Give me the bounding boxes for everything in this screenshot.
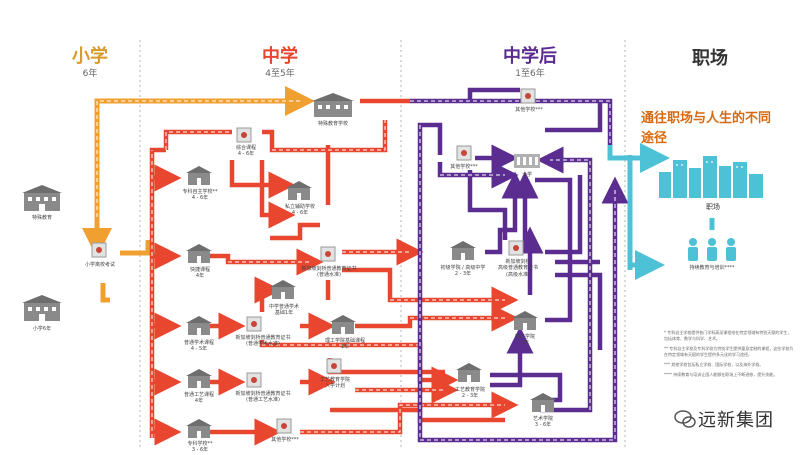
ite-icon — [456, 363, 482, 382]
certificate-icon — [320, 246, 336, 262]
other-schools-bottom-label: 其他学校*** — [271, 437, 299, 443]
footnote: ** 专科自主学校及专科学校为特别学生提供量身定制的课程，这些学校为在特定领域有… — [664, 346, 794, 357]
school-icon — [186, 419, 212, 438]
primary-school-icon — [22, 295, 62, 321]
polytechnic-icon — [330, 315, 356, 334]
certificate-icon — [236, 127, 252, 143]
special-school-icon — [312, 93, 354, 117]
certificate-icon — [91, 242, 107, 258]
watermark: 远新集团 — [672, 401, 798, 437]
special-school-label: 特殊教育学校 — [317, 121, 348, 127]
stage-workplace-title: 职场 — [692, 48, 728, 69]
stage-post-secondary-duration: 1至6年 — [515, 69, 545, 79]
footnote: * 专科自主学校提供各门学科高深课程给在特定领域有特别天赋的学生，包括体育、数学… — [664, 330, 792, 341]
o-level-label: 新加坡剑桥普通教育证书(普通水准) — [301, 266, 357, 279]
primary-6-label: 小学6年 — [32, 326, 52, 332]
polytechnic-icon — [512, 311, 538, 330]
school-icon — [286, 181, 312, 200]
school-icon — [270, 280, 296, 299]
stage-primary-duration: 6年 — [82, 69, 98, 79]
workplace-label: 职场 — [706, 203, 720, 211]
other-schools-top-label: 其他学校*** — [515, 107, 543, 113]
psle-label: 小学离校考试 — [84, 262, 115, 268]
special-education-label: 特殊教育 — [31, 215, 52, 221]
stage-post-secondary-title: 中学后 — [503, 46, 557, 67]
university-icon — [514, 154, 540, 168]
nt-certificate-label: 新加坡剑桥普通教育证书(普通工艺水准) — [235, 391, 291, 404]
school-icon — [186, 244, 212, 263]
stage-secondary-duration: 4至5年 — [265, 69, 295, 79]
stage-secondary-title: 中学 — [262, 46, 298, 67]
certificate-icon — [508, 240, 524, 256]
specialized-independent-label: 专科自主学校**4 - 6年 — [182, 189, 218, 202]
certificate-icon — [246, 372, 262, 388]
workplace-flows — [607, 143, 715, 280]
dpp-label: 工艺教育学院入学计划 — [319, 377, 350, 390]
specialized-school-label: 专科学校**3 - 6年 — [187, 441, 213, 454]
junior-college-icon — [450, 241, 476, 260]
certificate-icon — [520, 88, 536, 104]
wechat-icon — [674, 410, 696, 428]
footnotes: * 专科自主学校提供各门学科高深课程给在特定领域有特别天赋的学生，包括体育、数学… — [664, 330, 794, 382]
certificate-icon — [276, 418, 292, 434]
a-level-label: 新加坡剑桥高级普通教育证书(高级水准) — [497, 259, 538, 278]
city-skyline-icon — [659, 156, 763, 198]
foundation-year-label: 中学普通学术基础1年 — [268, 304, 299, 317]
footnote: *** 其他学校包括私立学校、国际学校，以及海外学校。 — [664, 362, 764, 367]
school-building-icon — [22, 185, 62, 211]
footnote: **** 持续教育与培训让国人能够在职场上不断进修，提升技能。 — [664, 372, 778, 377]
school-icon — [186, 316, 212, 335]
other-schools-mid-label: 其他学校*** — [450, 164, 478, 170]
school-icon — [186, 166, 212, 185]
na-certificate-label: 新加坡剑桥普通教育证书(普通学术水准) — [235, 335, 291, 348]
certificate-icon — [456, 145, 472, 161]
certificate-icon — [326, 358, 342, 374]
certificate-icon — [246, 316, 262, 332]
watermark-text: 远新集团 — [698, 410, 774, 431]
people-icon — [688, 238, 736, 261]
school-icon — [186, 369, 212, 388]
stage-primary-title: 小学 — [72, 46, 108, 67]
workplace-tagline: 通往职场与人生的不同途径 — [641, 111, 772, 147]
university-label: 大学 — [521, 172, 532, 178]
continuing-education-label: 持续教育与培训**** — [689, 265, 735, 271]
arts-institute-icon — [530, 393, 556, 412]
